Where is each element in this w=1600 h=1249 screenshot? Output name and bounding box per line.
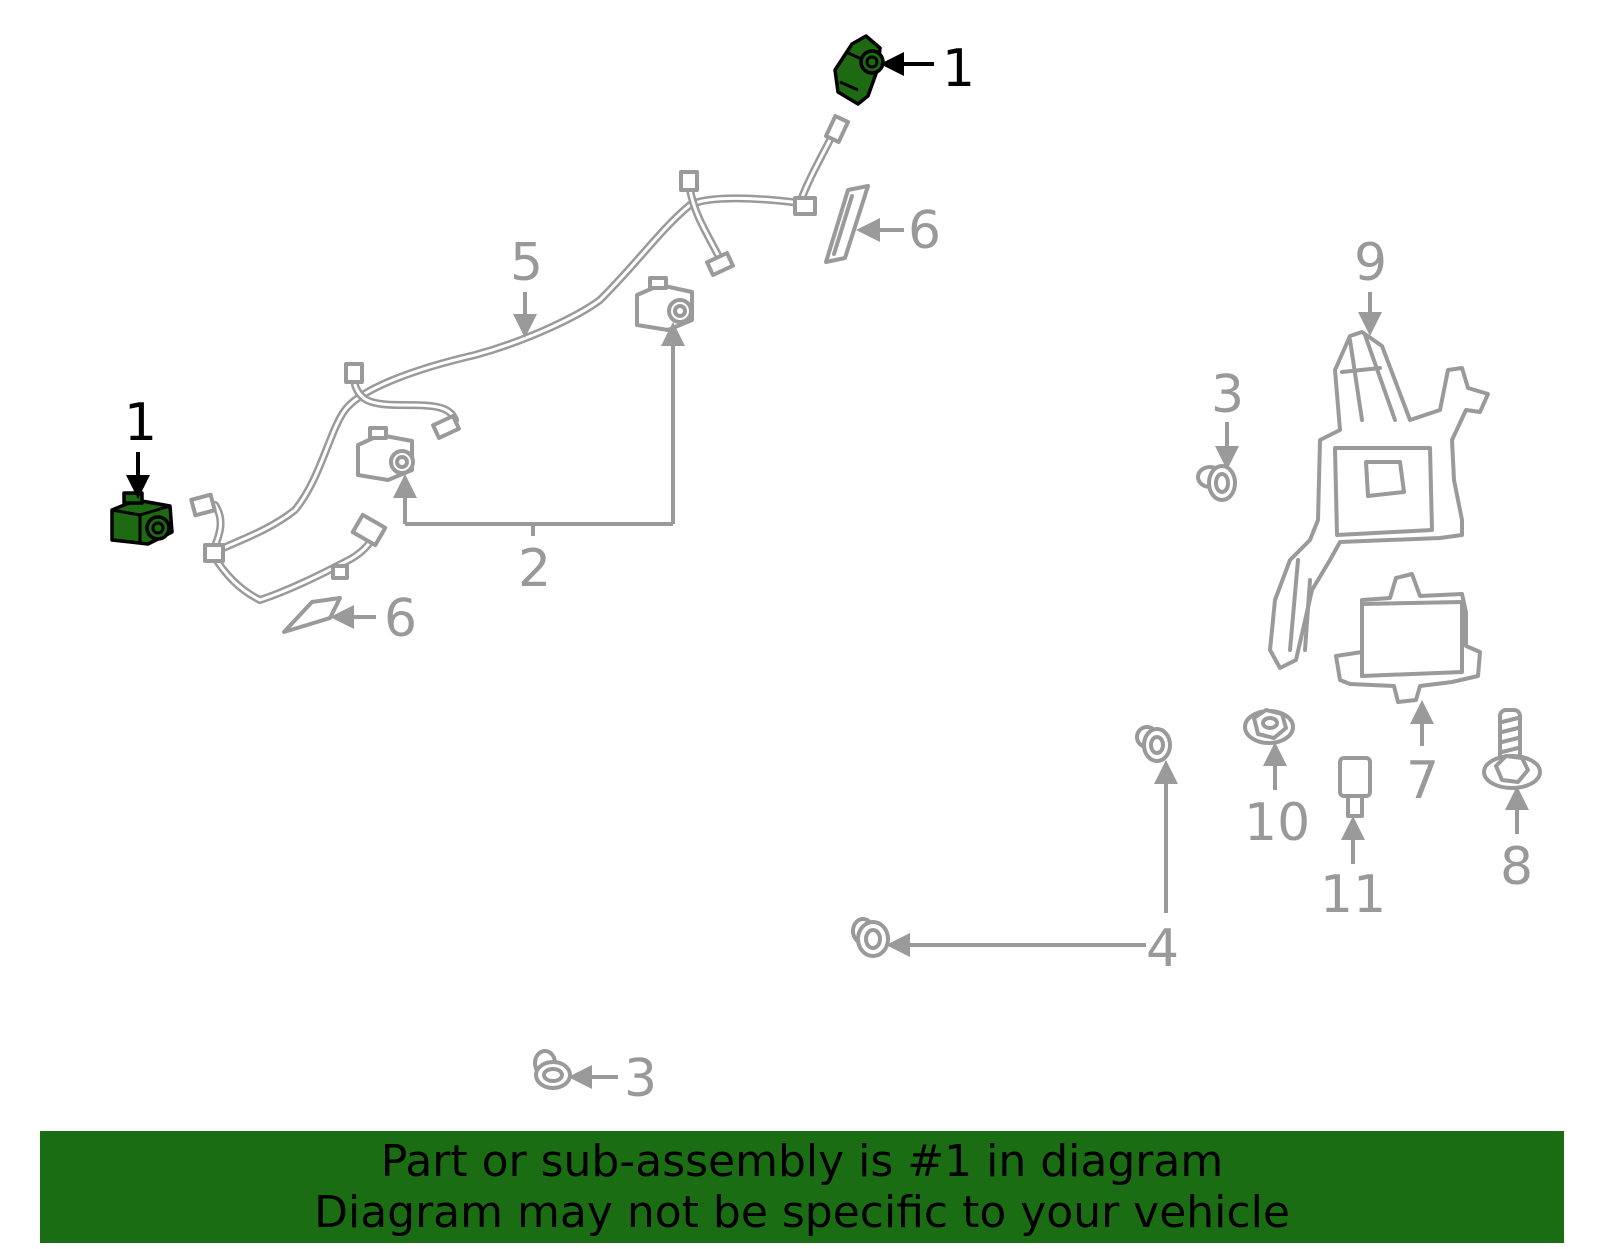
callout-1-top: 1 xyxy=(942,39,975,99)
wiring-harness xyxy=(189,114,850,604)
callout-7: 7 xyxy=(1406,751,1439,811)
callout-6-upper: 6 xyxy=(908,201,941,261)
callout-4: 4 xyxy=(1146,919,1179,979)
banner-line-1: Part or sub-assembly is #1 in diagram xyxy=(380,1136,1224,1187)
callout-2: 2 xyxy=(518,539,551,599)
nut-10 xyxy=(1243,708,1295,745)
callout-3-lower: 3 xyxy=(624,1049,657,1109)
bracket-6-upper xyxy=(824,184,870,264)
stud-11 xyxy=(1338,756,1372,818)
sensor-highlighted-left xyxy=(110,491,174,546)
banner-line-2: Diagram may not be specific to your vehi… xyxy=(314,1187,1290,1238)
leader-lines xyxy=(126,52,1529,1089)
bracket-6-lower xyxy=(282,596,342,634)
callout-9: 9 xyxy=(1354,233,1387,293)
notice-banner: Part or sub-assembly is #1 in diagram Di… xyxy=(40,1131,1564,1243)
callout-3-upper: 3 xyxy=(1211,365,1244,425)
clip-4-lower xyxy=(851,917,890,958)
callout-labels: 1 1 5 2 6 6 9 3 3 4 7 10 11 8 xyxy=(124,39,1533,1109)
mounting-bracket xyxy=(1268,330,1490,670)
sensor-grey-left xyxy=(356,426,415,482)
callout-1-left: 1 xyxy=(124,393,157,453)
callout-5: 5 xyxy=(510,233,543,293)
bolt-8 xyxy=(1482,708,1542,790)
clip-3-lower xyxy=(533,1049,572,1090)
clip-3-upper xyxy=(1196,464,1237,502)
callout-11: 11 xyxy=(1320,865,1386,925)
callout-6-lower: 6 xyxy=(384,589,417,649)
clip-4-upper xyxy=(1135,725,1172,763)
sensor-highlighted-top xyxy=(833,34,885,106)
control-module xyxy=(1334,572,1482,704)
sensor-grey-right xyxy=(635,276,694,332)
callout-8: 8 xyxy=(1500,837,1533,897)
callout-10: 10 xyxy=(1244,793,1310,853)
